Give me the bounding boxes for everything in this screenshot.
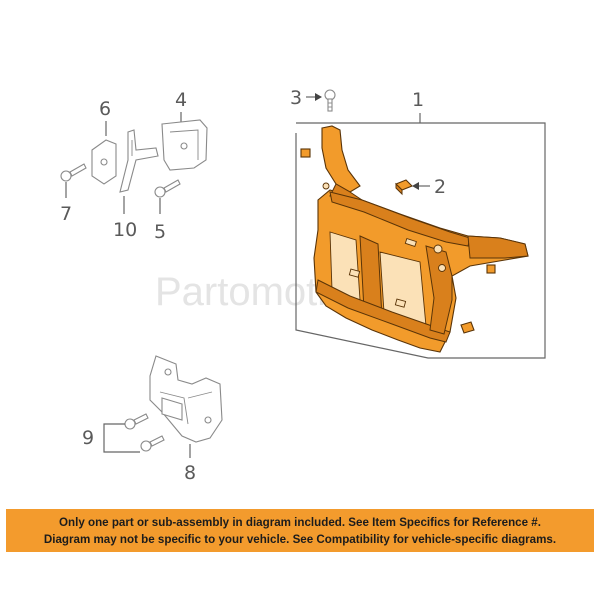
part-2-nut[interactable] (395, 179, 413, 196)
part-4-bracket[interactable] (161, 119, 208, 171)
disclaimer-banner: Only one part or sub-assembly in diagram… (6, 509, 594, 552)
callout-9: 9 (82, 427, 94, 449)
part-7-bolt[interactable] (60, 163, 87, 182)
disclaimer-line-1: Only one part or sub-assembly in diagram… (59, 515, 541, 529)
part-1-bounding-box (295, 113, 546, 359)
part-6-bracket[interactable] (91, 139, 117, 185)
arrow-2 (412, 182, 430, 190)
clip-bottom[interactable] (460, 321, 475, 334)
clip-right[interactable] (486, 264, 496, 274)
callout-8: 8 (184, 462, 196, 484)
clip-top-left[interactable] (300, 148, 311, 158)
radiator-support-panel[interactable] (313, 125, 529, 353)
leader-9 (103, 423, 140, 453)
callout-2: 2 (434, 176, 446, 198)
arrow-3 (306, 93, 322, 101)
disclaimer-line-2: Diagram may not be specific to your vehi… (43, 532, 557, 546)
part-9-bolts[interactable] (124, 413, 165, 452)
part-5-bolt[interactable] (154, 179, 181, 198)
part-3-bolt[interactable] (324, 89, 336, 112)
callout-4: 4 (175, 89, 187, 111)
callout-1: 1 (412, 89, 424, 111)
callout-6: 6 (99, 98, 111, 120)
callout-5: 5 (154, 221, 166, 243)
callout-3: 3 (290, 87, 302, 109)
part-10-stay[interactable] (119, 129, 159, 193)
part-8-bracket[interactable] (149, 355, 223, 443)
callout-10: 10 (113, 219, 137, 241)
callout-7: 7 (60, 203, 72, 225)
